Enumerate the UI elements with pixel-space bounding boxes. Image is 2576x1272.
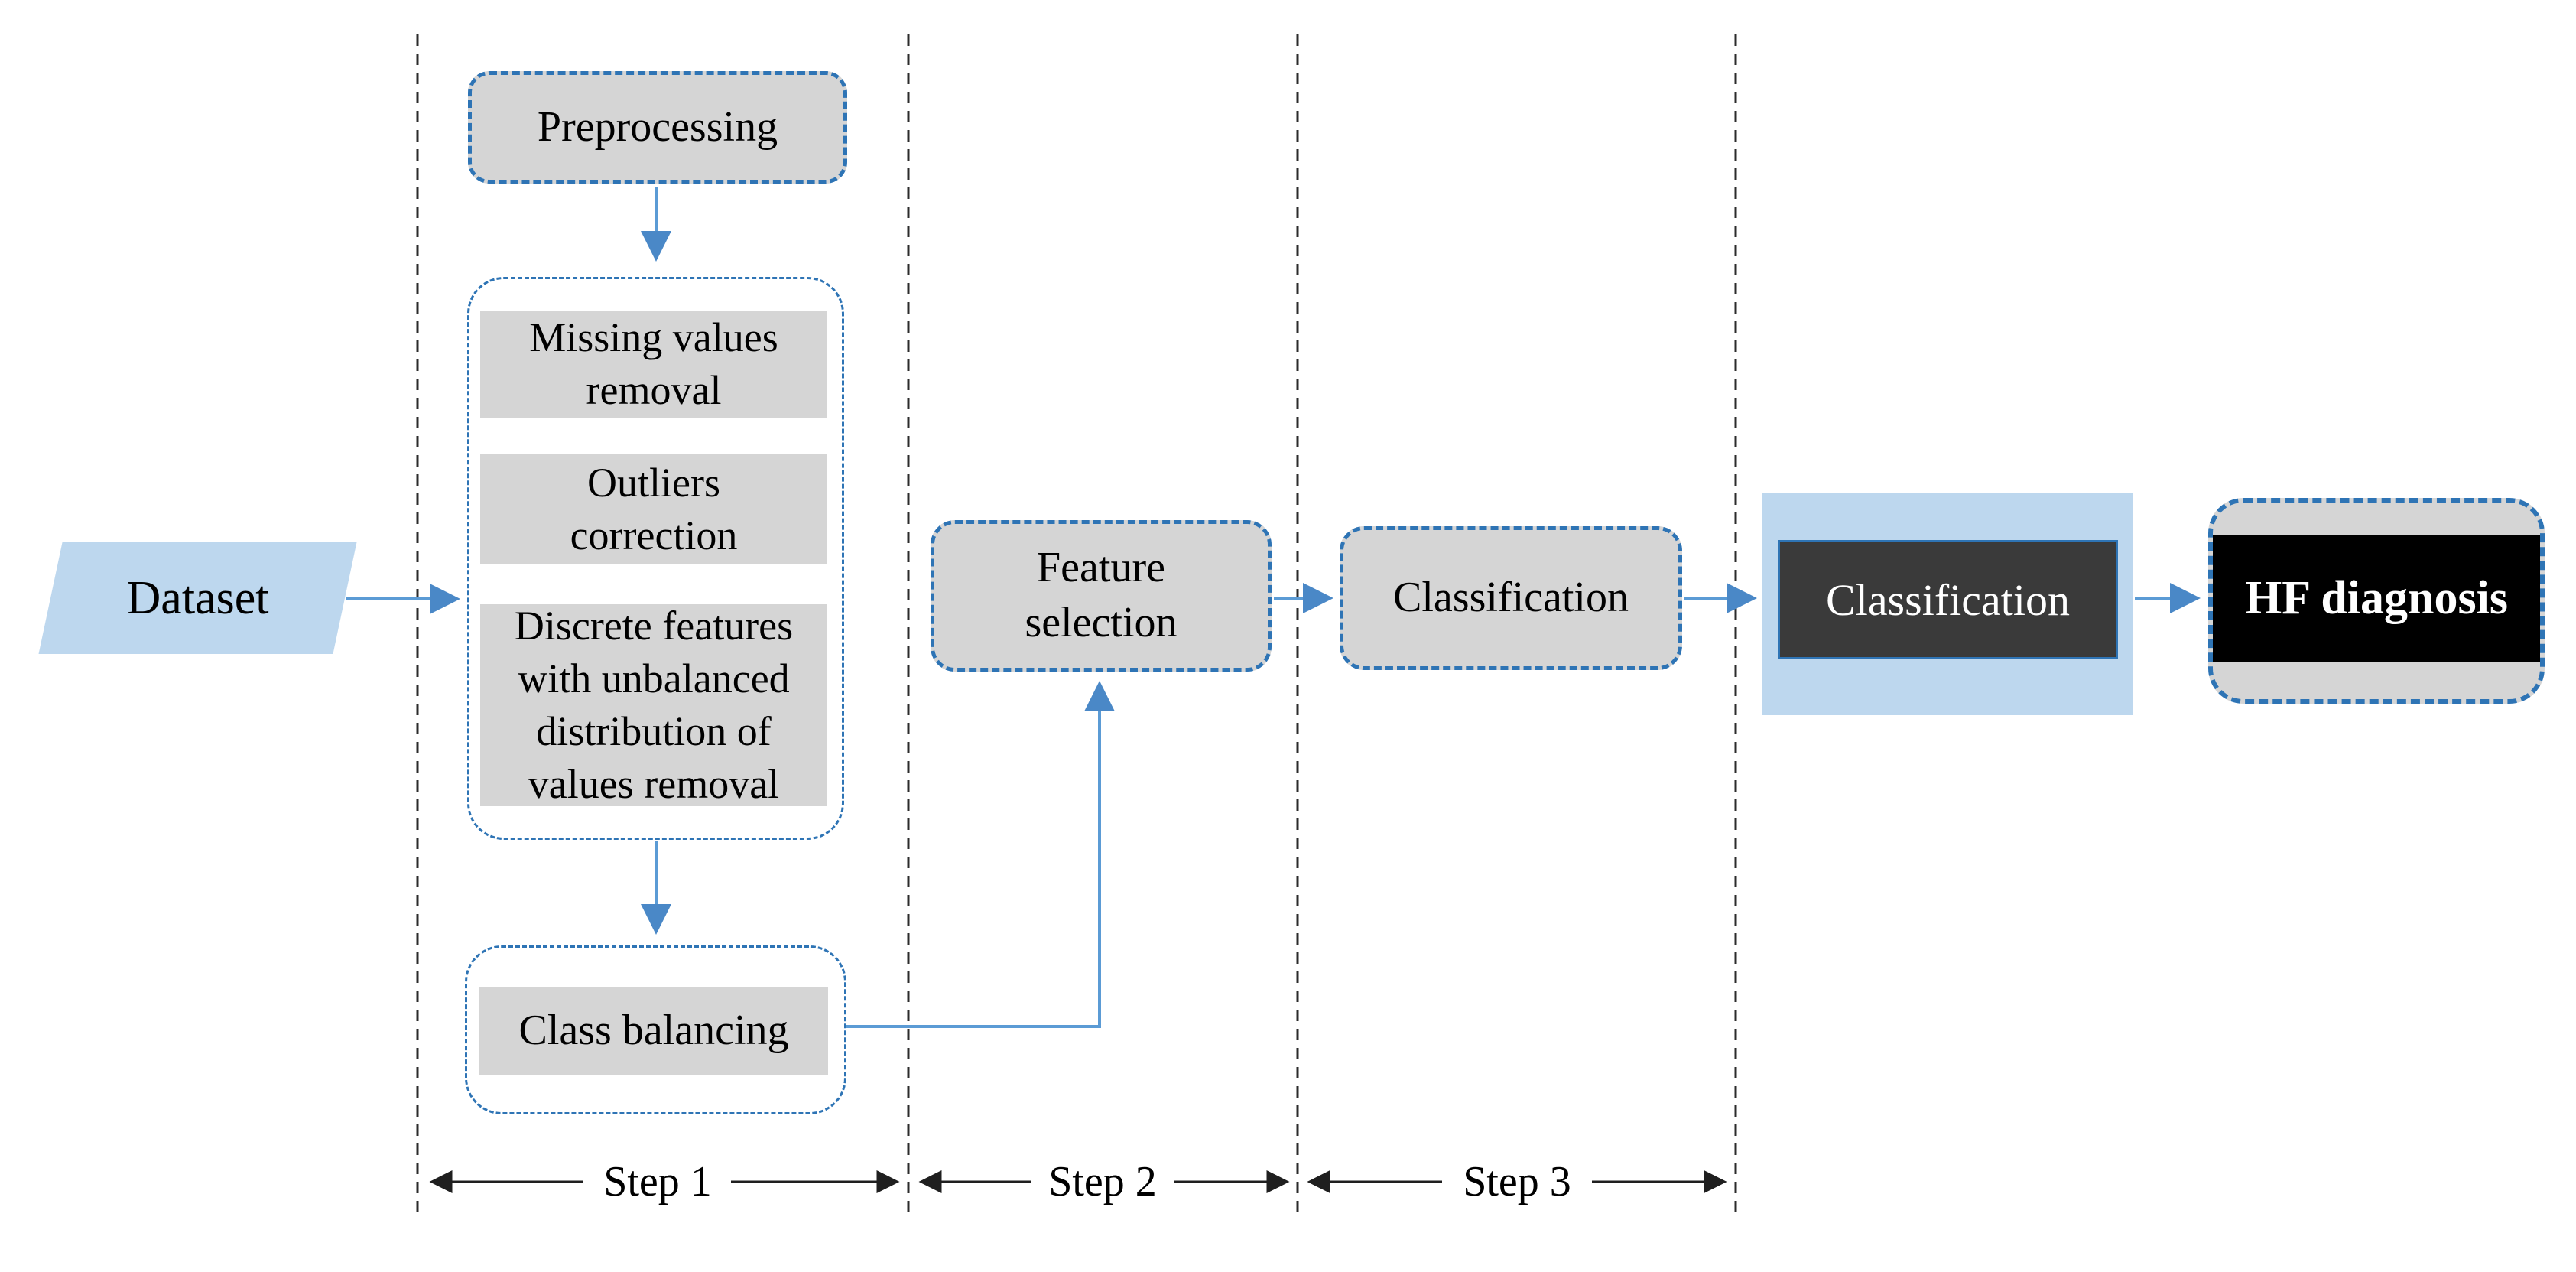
class-balancing-label: Class balancing	[518, 1007, 789, 1055]
classification-final-label: Classification	[1826, 574, 2070, 625]
step1-label: Step 1	[593, 1157, 723, 1206]
class-balancing-container	[465, 945, 846, 1114]
step3-label: Step 3	[1452, 1157, 1582, 1206]
node-feature-selection: Feature selection	[931, 520, 1272, 672]
node-outliers-correction: Outliers correction	[480, 454, 827, 564]
node-preprocessing: Preprocessing	[468, 71, 847, 184]
hf-diagnosis-label: HF diagnosis	[2245, 571, 2508, 624]
hf-diagnosis-band: HF diagnosis	[2213, 535, 2540, 662]
preprocessing-label: Preprocessing	[537, 102, 778, 151]
missing-values-removal-label: Missing values removal	[529, 314, 778, 413]
step2-label: Step 2	[1038, 1157, 1168, 1206]
step-separator-lines	[416, 34, 1737, 1220]
feature-selection-label: Feature selection	[1025, 544, 1178, 646]
classification-step-label: Classification	[1393, 574, 1629, 622]
node-missing-values-removal: Missing values removal	[480, 311, 827, 418]
node-dataset: Dataset	[38, 542, 357, 654]
flow-arrows	[346, 187, 2201, 1028]
preprocessing-group-container	[467, 277, 844, 840]
node-class-balancing: Class balancing	[479, 987, 828, 1075]
discrete-features-removal-label: Discrete features with unbalanced distri…	[514, 602, 794, 808]
node-classification-final: Classification	[1778, 540, 2118, 659]
arrow-class-balancing-to-feature-selection	[844, 681, 1115, 1028]
dataset-label: Dataset	[126, 571, 269, 624]
node-classification-step: Classification	[1340, 526, 1682, 670]
node-hf-diagnosis: HF diagnosis	[2208, 498, 2545, 704]
node-discrete-features-removal: Discrete features with unbalanced distri…	[480, 603, 827, 807]
outliers-correction-label: Outliers correction	[570, 459, 738, 558]
